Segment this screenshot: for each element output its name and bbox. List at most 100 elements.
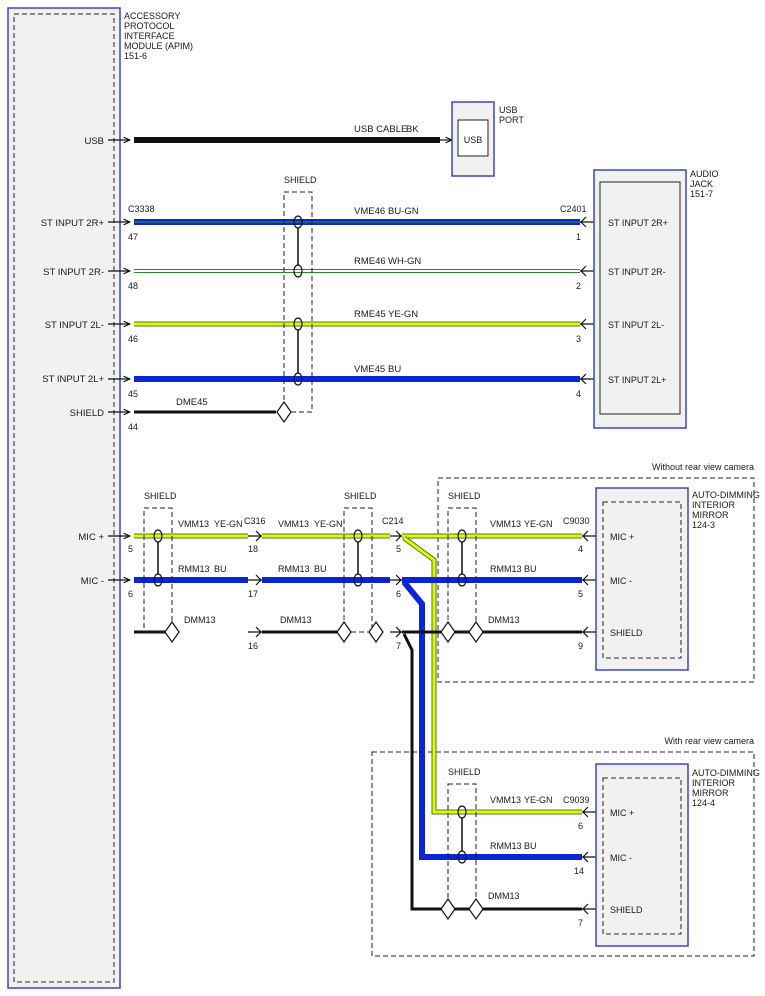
mirror-124-3-title-1: AUTO-DIMMING — [692, 490, 760, 500]
mic-c316-pin-18: 18 — [248, 544, 258, 554]
apim-pin-st2rm: ST INPUT 2R- — [43, 267, 104, 278]
wire-rme45-circuit: RME45 — [354, 309, 386, 320]
usb-port-title-1: USB — [499, 105, 518, 115]
audio-jack-pin-4: ST INPUT 2L+ — [608, 375, 666, 385]
option-with-camera: With rear view camera — [371, 736, 755, 957]
mirror-124-4-title-1: AUTO-DIMMING — [692, 768, 760, 778]
wire-dme45-circuit: DME45 — [176, 397, 208, 408]
apim-pin-micp: MIC + — [78, 532, 104, 543]
mic-shield-1-label: SHIELD — [144, 491, 177, 501]
connector-c9030: C9030 — [563, 516, 590, 526]
connector-c214: C214 — [382, 516, 404, 526]
mic-shield-3: SHIELD — [440, 491, 484, 644]
mic-shield-4-label: SHIELD — [448, 767, 481, 777]
mirror-124-4-pin-micp: MIC + — [610, 808, 634, 818]
mic-connector-arrows — [248, 530, 596, 915]
mic-rmm13-2: RMM13 — [278, 564, 310, 574]
apim-module: ACCESSORY PROTOCOL INTERFACE MODULE (API… — [7, 7, 193, 989]
mic-c214-pin-7: 7 — [396, 641, 401, 651]
mic-c316-pin-17: 17 — [248, 589, 258, 599]
mirror-124-4-pin-micm: MIC - — [610, 853, 632, 863]
mirror-124-3: AUTO-DIMMING INTERIOR MIRROR 124-3 MIC +… — [595, 487, 760, 671]
mirror-124-4-title-4: 124-4 — [692, 798, 715, 808]
mic-apim-pin-5: 5 — [128, 544, 133, 554]
mic-wire-labels: C316 C214 C9030 C9039 VMM13 YE-GN VMM13 … — [128, 516, 590, 928]
apim-pin-st2rp: ST INPUT 2R+ — [41, 218, 105, 229]
wire-rme46-color: WH-GN — [388, 256, 421, 267]
mic-c9039-pin-14: 14 — [574, 866, 584, 876]
apim-title-2: PROTOCOL — [124, 21, 174, 31]
mic-c214-pin-6: 6 — [396, 589, 401, 599]
mic-c9039-pin-7: 7 — [578, 918, 583, 928]
mirror-124-3-title-2: INTERIOR — [692, 500, 736, 510]
connector-c316: C316 — [244, 516, 266, 526]
wire-rme46-pin-left: 48 — [128, 281, 138, 291]
wire-vme45-color: BU — [388, 364, 401, 375]
mirror-124-3-pin-shield: SHIELD — [610, 628, 643, 638]
audio-jack-arrows — [580, 216, 594, 385]
usb-cable-label: USB CABLE — [354, 124, 407, 135]
wire-rme46-circuit: RME46 — [354, 256, 386, 267]
wire-vme45-pin-right: 4 — [576, 389, 581, 399]
mirror-124-3-title-3: MIRROR — [692, 510, 729, 520]
usb-cable-color: BK — [406, 124, 419, 135]
audio-jack-pin-3: ST INPUT 2L- — [608, 320, 664, 330]
wire-rme46-pin-right: 2 — [576, 281, 581, 291]
mic-vmm13-3: VMM13 — [490, 519, 521, 529]
mic-shield-2: SHIELD — [336, 491, 384, 644]
mic-dmm13-4: DMM13 — [488, 891, 520, 901]
mic-shield-4: SHIELD — [440, 767, 484, 921]
apim-pin-shield: SHIELD — [70, 408, 104, 419]
mirror-124-3-pin-micm: MIC - — [610, 576, 632, 586]
mic-vmm13-2: VMM13 — [278, 519, 309, 529]
connector-c3338: C3338 — [128, 204, 155, 214]
apim-pin-labels: USB ST INPUT 2R+ ST INPUT 2R- ST INPUT 2… — [41, 136, 105, 587]
apim-title-4: MODULE (APIM) — [124, 41, 193, 51]
apim-pin-micm: MIC - — [81, 576, 104, 587]
wire-vme46-pin-left: 47 — [128, 232, 138, 242]
usb-port: USB USB PORT — [451, 101, 524, 177]
mic-wires — [134, 533, 582, 911]
mic-c9030-pin-9: 9 — [578, 641, 583, 651]
wire-rme45-pin-left: 46 — [128, 334, 138, 344]
usb-cable: USB CABLE BK — [134, 124, 452, 140]
usb-port-box-label: USB — [464, 135, 483, 145]
mic-bu-2: BU — [314, 564, 327, 574]
audio-jack-title-2: JACK — [690, 179, 713, 189]
mirror-124-4-title-2: INTERIOR — [692, 778, 736, 788]
mirror-124-4-pin-shield: SHIELD — [610, 905, 643, 915]
apim-connector-arrows — [108, 140, 130, 580]
mic-dmm13-3: DMM13 — [488, 615, 520, 625]
mic-rmm13-4: RMM13 — [490, 841, 522, 851]
stereo-shield-label: SHIELD — [284, 175, 317, 185]
apim-title-5: 151-6 — [124, 51, 147, 61]
audio-jack-pin-2: ST INPUT 2R- — [608, 267, 666, 277]
mirror-124-3-pin-micp: MIC + — [610, 532, 634, 542]
mic-yegn-1: YE-GN — [214, 519, 243, 529]
mic-apim-pin-6: 6 — [128, 589, 133, 599]
mic-bu-1: BU — [214, 564, 227, 574]
mic-yegn-4: YE-GN — [524, 795, 553, 805]
mic-shield-1: SHIELD — [143, 491, 180, 644]
mic-rmm13-1: RMM13 — [178, 564, 210, 574]
mirror-124-4: AUTO-DIMMING INTERIOR MIRROR 124-4 MIC +… — [595, 763, 760, 947]
wire-vme46-circuit: VME46 — [354, 206, 385, 217]
connector-c9039: C9039 — [563, 795, 590, 805]
stereo-wire-labels: C3338 C2401 VME46 BU-GN 47 1 RME46 WH-GN… — [128, 204, 587, 432]
mic-bu-3: BU — [524, 564, 537, 574]
connector-c2401: C2401 — [560, 204, 587, 214]
option-with-camera-note: With rear view camera — [664, 736, 754, 746]
wire-rme45-pin-right: 3 — [576, 334, 581, 344]
wire-vme45-pin-left: 45 — [128, 389, 138, 399]
apim-pin-usb: USB — [84, 136, 104, 147]
mic-c9030-pin-5: 5 — [578, 589, 583, 599]
audio-jack-title-3: 151-7 — [690, 189, 713, 199]
mic-c316-pin-16: 16 — [248, 641, 258, 651]
mic-dmm13-2: DMM13 — [280, 615, 312, 625]
apim-pin-st2lp: ST INPUT 2L+ — [42, 374, 104, 385]
mic-yegn-2: YE-GN — [314, 519, 343, 529]
mic-vmm13-1: VMM13 — [178, 519, 209, 529]
mic-c9039-pin-6: 6 — [578, 821, 583, 831]
audio-jack-title-1: AUDIO — [690, 169, 719, 179]
